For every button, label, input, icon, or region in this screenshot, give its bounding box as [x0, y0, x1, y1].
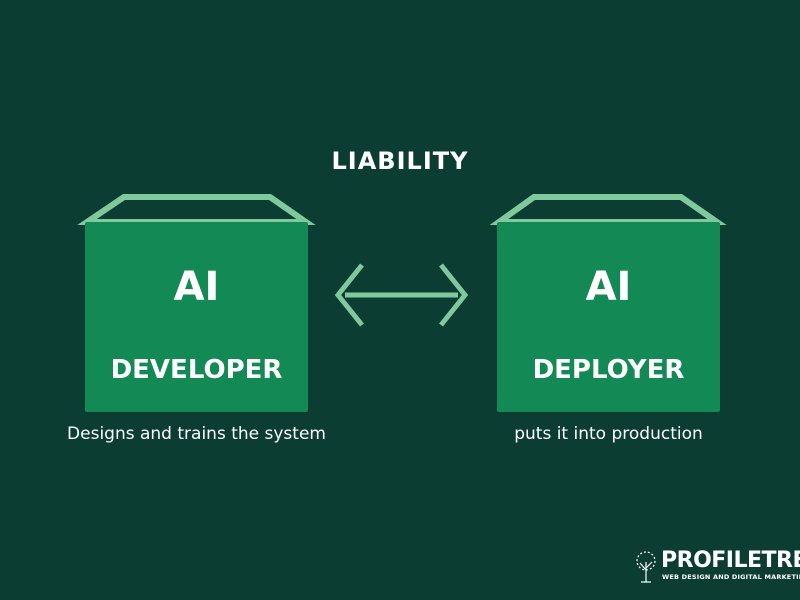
developer-ai-label: AI — [173, 264, 220, 310]
logo-name: PROFILETREE — [661, 548, 800, 573]
tree-icon — [636, 551, 656, 583]
logo-tagline: WEB DESIGN AND DIGITAL MARKETING — [662, 573, 800, 581]
deployer-box-top — [489, 194, 727, 225]
diagram-title: LIABILITY — [331, 147, 469, 175]
double-arrow-icon — [334, 263, 469, 327]
profiletree-logo: PROFILETREE WEB DESIGN AND DIGITAL MARKE… — [633, 548, 800, 588]
deployer-box: AI DEPLOYER — [497, 222, 720, 412]
developer-box-top — [77, 194, 316, 225]
developer-box: AI DEVELOPER — [85, 222, 308, 412]
deployer-caption: puts it into production — [514, 424, 703, 444]
developer-caption: Designs and trains the system — [67, 424, 326, 444]
developer-role-label: DEVELOPER — [110, 355, 283, 385]
deployer-ai-label: AI — [585, 264, 632, 310]
deployer-role-label: DEPLOYER — [532, 355, 685, 385]
